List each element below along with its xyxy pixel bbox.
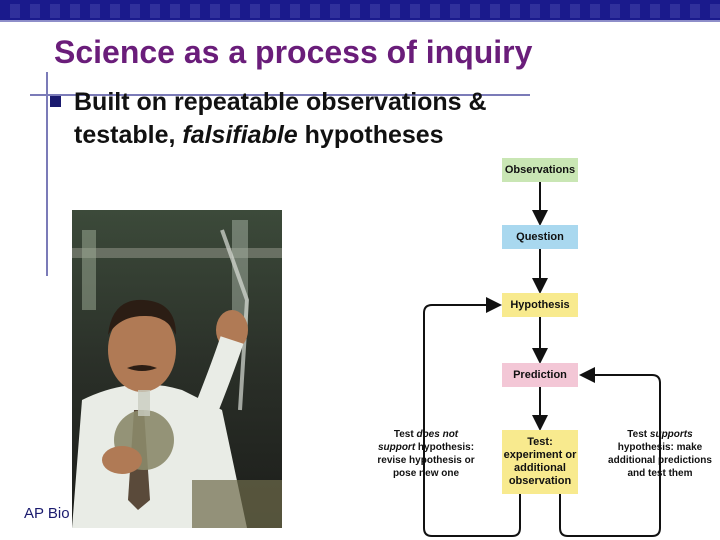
left-note-line-3: revise hypothesis or [377,455,475,466]
bottles [192,480,282,528]
supported-note: Test supports hypothesis: make additiona… [600,428,720,480]
right-note-line-4: and test them [627,468,693,479]
face [108,308,176,392]
bullet-emphasis: falsifiable [182,121,298,149]
arm-right [190,336,244,425]
hand-left [102,446,142,474]
not-supported-note: Test does not support hypothesis: revise… [366,428,486,480]
hair [108,299,176,335]
test-line-1: Test: [527,436,553,448]
left-note-emph: does not [416,429,459,440]
left-note-line-2: hypothesis: [415,442,475,453]
lab-tube [220,229,250,411]
header-bar [0,0,720,22]
right-note-emph: supports [649,429,693,440]
left-note-line-4: pose new one [392,468,460,479]
right-note-line-2: hypothesis: make [617,442,703,453]
loop-left [423,297,521,537]
hypothesis-box: Hypothesis [502,293,578,317]
decorative-vertical-line [46,72,48,276]
lab-glassware-left [82,230,96,310]
right-note-line-3: additional predictions [608,455,712,466]
bullet-square-icon [50,96,61,107]
slide-title: Science as a process of inquiry [54,34,533,70]
header-stripes [0,4,720,18]
bullet-line-1: Built on repeatable observations & [74,88,487,116]
observations-box: Observations [502,158,578,182]
left-note-emph-2: support [377,442,416,453]
mustache [127,365,157,371]
test-line-3: additional [514,462,566,474]
bullet-text: Built on repeatable observations & testa… [74,86,594,152]
scientist-photo [72,210,282,528]
question-box: Question [502,225,578,249]
bullet-line-2-end: hypotheses [297,121,444,149]
test-box: Test: experiment or additional observati… [502,430,578,494]
bullet-line-2-start: testable, [74,121,183,149]
flask-neck [138,390,150,416]
test-line-4: observation [508,475,572,487]
test-line-2: experiment or [503,449,577,461]
footer-label: AP Bio [24,505,70,522]
lab-shelf [72,248,282,258]
prediction-box: Prediction [502,363,578,387]
left-note-pre: Test [393,429,417,440]
right-note-pre: Test [627,429,650,440]
decorative-horizontal-line [30,94,530,96]
header-underline [0,20,720,22]
